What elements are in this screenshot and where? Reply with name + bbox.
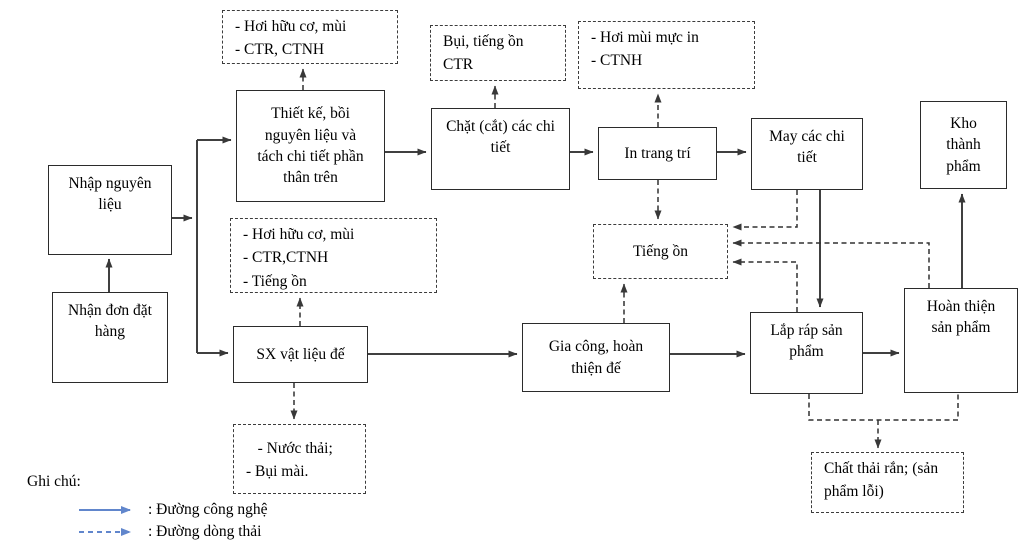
legend-dashed-arrow-icon xyxy=(79,528,131,536)
process-box-nhan-don-dat-hang: Nhận đơn đặt hàng xyxy=(52,292,168,383)
waste-box-tieng-on: Tiếng ồn xyxy=(593,224,728,279)
waste-box-bui-tieng-on: Bụi, tiếng ồn CTR xyxy=(430,25,566,81)
process-box-sx-vat-lieu-de: SX vật liệu đế xyxy=(233,326,368,383)
waste-collector-line xyxy=(808,394,959,421)
waste-box-nuoc-thai: - Nước thải; - Bụi mài. xyxy=(233,424,366,494)
waste-box-muc-in: - Hơi mùi mực in - CTNH xyxy=(578,21,755,89)
legend-solid-arrow-icon xyxy=(79,506,131,514)
legend-row-dong-thai: : Đường dòng thải xyxy=(78,523,261,541)
waste-arrow-may-to-tieng-on xyxy=(732,190,798,231)
process-box-may-chi-tiet: May các chi tiết xyxy=(751,118,863,190)
process-box-nhap-nguyen-lieu: Nhập nguyên liệu xyxy=(48,165,172,255)
legend-label-dong-thai: : Đường dòng thải xyxy=(148,523,262,540)
process-box-gia-cong: Gia công, hoàn thiện đế xyxy=(522,323,670,392)
process-box-lap-rap: Lắp ráp sản phẩm xyxy=(750,312,863,394)
process-box-hoan-thien: Hoàn thiện sản phẩm xyxy=(904,288,1018,393)
process-box-kho-thanh-pham: Kho thành phẩm xyxy=(920,101,1007,189)
legend-heading: Ghi chú: xyxy=(27,473,81,490)
legend-row-cong-nghe: : Đường công nghệ xyxy=(78,501,267,519)
waste-arrow-hoan-thien-to-tieng-on xyxy=(732,239,930,288)
waste-arrow-lap-rap-to-tieng-on xyxy=(732,258,798,312)
legend-label-cong-nghe: : Đường công nghệ xyxy=(148,501,268,518)
waste-box-huu-co-1: - Hơi hữu cơ, mùi - CTR, CTNH xyxy=(222,10,398,64)
process-box-thiet-ke: Thiết kế, bồi nguyên liệu và tách chi ti… xyxy=(236,90,385,202)
waste-box-huu-co-2: - Hơi hữu cơ, mùi - CTR,CTNH - Tiếng ồn xyxy=(230,218,437,293)
process-box-in-trang-tri: In trang trí xyxy=(598,127,717,180)
waste-box-chat-thai-ran: Chất thải rắn; (sản phẩm lỗi) xyxy=(811,452,964,513)
process-box-chat-cat: Chặt (cắt) các chi tiết xyxy=(431,108,570,190)
